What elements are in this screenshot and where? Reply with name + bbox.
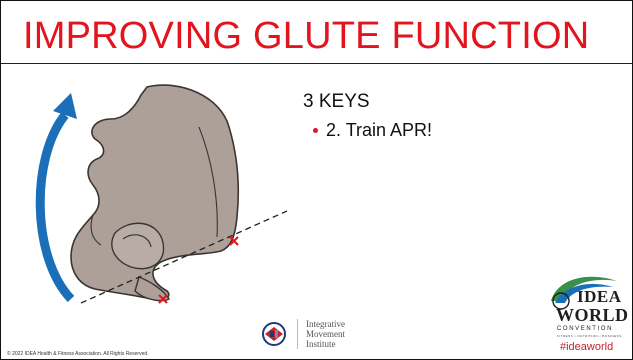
- bullet-item: 2. Train APR!: [313, 120, 432, 141]
- rotation-arrow-icon: [40, 115, 71, 299]
- hashtag-text: #ideaworld: [560, 341, 613, 353]
- pelvis-illustration: [31, 67, 311, 307]
- bullet-text: 2. Train APR!: [326, 120, 432, 141]
- imi-line-2: Movement: [306, 329, 345, 339]
- title-bar: IMPROVING GLUTE FUNCTION: [1, 1, 632, 64]
- imi-emblem-icon: [259, 321, 289, 347]
- copyright-text: © 2022 IDEA Health & Fitness Association…: [7, 351, 149, 357]
- world-logo-world: WORLD: [556, 305, 629, 326]
- world-logo-convention: CONVENTION: [557, 326, 613, 332]
- imi-logo: Integrative Movement Institute: [259, 319, 345, 349]
- logo-divider: [297, 319, 298, 349]
- slide-title: IMPROVING GLUTE FUNCTION: [23, 15, 589, 58]
- imi-wordmark: Integrative Movement Institute: [306, 319, 345, 349]
- imi-line-1: Integrative: [306, 319, 345, 329]
- keys-heading: 3 KEYS: [303, 91, 370, 113]
- world-logo-tagline: FITNESS • NUTRITION • BUSINESS: [557, 334, 622, 338]
- bullet-dot-icon: [313, 128, 318, 133]
- world-logo-idea: IDEA: [577, 287, 622, 307]
- pelvis-bone: [71, 85, 238, 300]
- imi-line-3: Institute: [306, 339, 345, 349]
